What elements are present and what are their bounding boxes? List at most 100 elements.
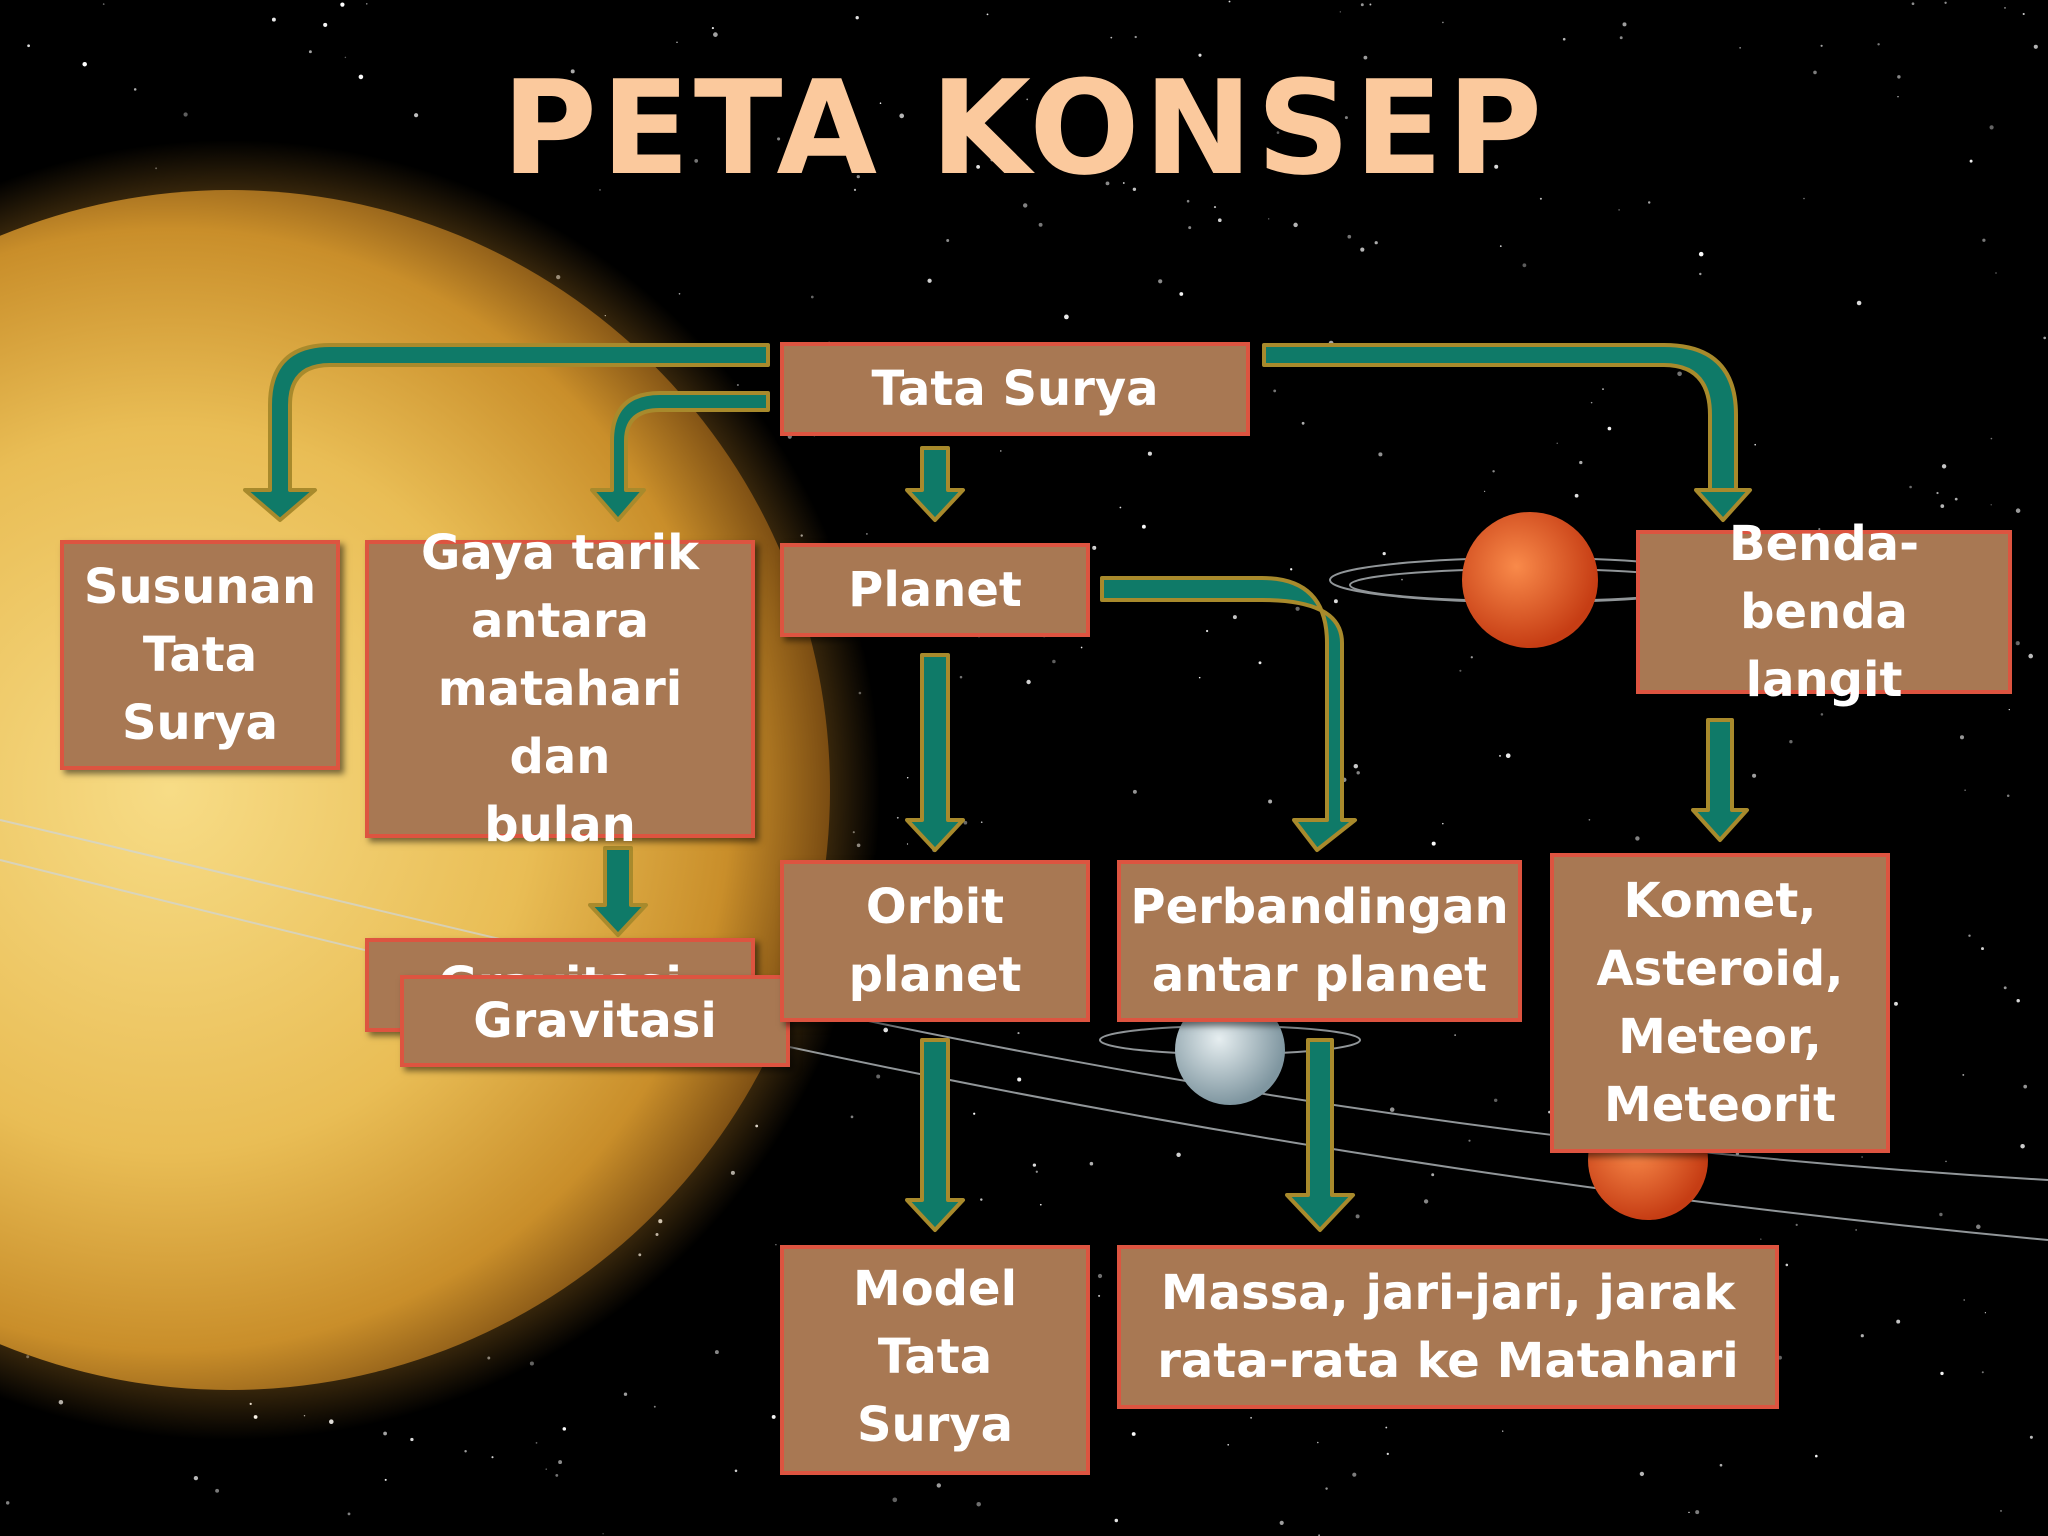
star (1035, 1170, 1038, 1173)
star (856, 174, 860, 179)
star (1132, 789, 1137, 794)
star (653, 1405, 656, 1408)
star (1619, 36, 1623, 40)
star (676, 41, 678, 44)
star (562, 1427, 567, 1431)
star (344, 56, 347, 59)
star (1179, 292, 1184, 296)
star (1258, 661, 1262, 665)
star (876, 1074, 881, 1079)
star (193, 1475, 199, 1481)
star (1017, 1077, 1022, 1082)
star (1217, 218, 1222, 223)
star (1588, 818, 1591, 821)
star (1820, 713, 1824, 716)
star (2043, 336, 2047, 340)
star (2008, 708, 2010, 711)
star (1959, 735, 1965, 740)
star (714, 1350, 719, 1355)
star (1464, 127, 1467, 129)
star (1860, 1334, 1864, 1338)
star (1000, 450, 1002, 452)
star (1032, 1163, 1037, 1167)
star (771, 1414, 776, 1419)
star (1815, 1454, 1818, 1458)
star (358, 74, 364, 80)
node-komet-asteroid-label: Komet, Asteroid, Meteor, Meteorit (1596, 873, 1844, 1133)
star (1279, 1520, 1284, 1525)
star (1936, 491, 1939, 495)
star (1227, 1443, 1230, 1446)
star (1897, 75, 1901, 79)
star (1022, 203, 1028, 208)
star (1739, 47, 1741, 49)
star (1039, 1203, 1042, 1206)
star (973, 1112, 976, 1115)
star (1186, 199, 1190, 203)
star (1579, 460, 1583, 465)
star (1293, 222, 1298, 228)
star (340, 2, 345, 7)
star (1969, 159, 1973, 163)
star (810, 295, 814, 299)
star (535, 1442, 538, 1444)
star (271, 17, 276, 22)
star (1995, 272, 1997, 274)
star (1803, 197, 1805, 200)
star (1089, 1161, 1094, 1166)
node-orbit-planet: Orbit planet (780, 860, 1090, 1022)
star (2020, 1143, 2025, 1149)
star (1698, 251, 1704, 257)
arrow-to-komet (1691, 718, 1749, 842)
star (1468, 1139, 1471, 1142)
star (102, 3, 105, 5)
star (1622, 22, 1627, 27)
star (1940, 504, 1945, 508)
star (775, 1243, 777, 1246)
star (1290, 568, 1293, 571)
page-title: PETA KONSEP (501, 52, 1547, 204)
star (1363, 55, 1368, 60)
star (713, 32, 718, 37)
star (570, 69, 575, 74)
star (5, 1501, 10, 1505)
star (464, 1450, 467, 1453)
star (2016, 998, 2020, 1003)
red-planet-image (1462, 512, 1598, 648)
arrow-to-planet (905, 446, 965, 522)
star (963, 820, 968, 825)
star (1080, 646, 1083, 649)
star (1502, 1430, 1504, 1432)
star (1378, 452, 1383, 457)
star (1347, 234, 1352, 239)
star (711, 27, 714, 30)
star (1355, 1214, 1360, 1219)
star (1944, 1, 1947, 4)
star (1232, 615, 1237, 620)
star (1498, 754, 1502, 757)
star (1813, 70, 1817, 75)
star (1132, 187, 1137, 191)
star (1522, 263, 1527, 268)
star (308, 50, 312, 54)
star (1176, 1152, 1181, 1158)
star (1026, 98, 1029, 101)
star (1893, 1001, 1898, 1006)
star (2029, 1435, 2033, 1439)
star (1855, 1229, 1857, 1231)
star (1114, 1518, 1119, 1523)
star (1818, 528, 1821, 531)
star (1982, 238, 1986, 242)
star (2022, 12, 2025, 16)
star (1017, 1032, 1020, 1035)
arrow-to-benda (1262, 343, 1752, 522)
star (1990, 504, 1992, 506)
star (777, 137, 781, 141)
star (1110, 36, 1113, 39)
star (1097, 1273, 1103, 1279)
star (2015, 641, 2020, 646)
star (1026, 679, 1031, 685)
star (2004, 7, 2006, 9)
star (1911, 2, 1915, 6)
star (694, 159, 699, 163)
